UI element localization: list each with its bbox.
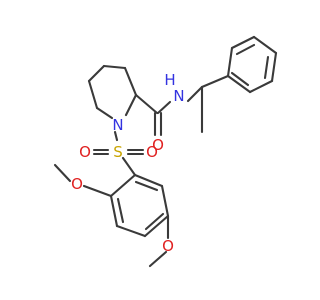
bond-ar-6 [133,173,164,188]
atom-n-amide: N [173,87,184,105]
bond-ph-6 [226,74,252,94]
bond-ring-4 [102,64,127,70]
bond-n-s [113,130,119,142]
bond-ar-5 [160,184,170,218]
bond-ring-1 [87,64,106,83]
bond-o-ch3-meo2 [148,250,168,268]
bond-ph-inner-2 [263,55,270,80]
bond-ar-4 [143,214,170,238]
atom-s-sulfonyl: S [113,143,123,161]
bond-ph-2 [230,35,256,50]
bond-ring-3 [95,106,114,120]
structure-diagram: N N H O S O O O O [53,35,278,268]
bond-ph-inner-1 [235,43,256,56]
bond-ar-inner-2 [144,212,165,231]
bond-c2-carbonyl [134,93,159,115]
bond-ring-5 [123,66,138,97]
bond-ar-inner-1 [116,197,125,224]
atom-h-amide: H [164,71,175,89]
bond-o-ch3-meo1 [53,163,72,183]
bond-ring-6 [124,93,138,117]
atom-o-amide: O [152,136,164,154]
molecule-canvas: N N H O S O O O O [53,35,278,268]
bond-ph-1 [226,46,234,78]
bond-ar-3 [115,224,147,238]
bond-ph-inner-3 [230,71,250,87]
bond-ch-phenyl [200,74,230,89]
bond-ph-5 [248,79,274,94]
atom-o-sulfonyl-right: O [146,143,158,161]
bond-ar-1 [109,173,137,198]
bond-ar-o-meo1 [82,184,113,198]
bond-ph-4 [270,51,278,83]
bond-s-aryl [121,156,137,177]
atom-o-methoxy-lower: O [162,237,174,255]
bond-ar-2 [109,194,119,228]
bond-n-ch [186,85,204,103]
bonds [53,35,278,268]
bond-ar-inner-3 [134,180,159,192]
bond-ph-3 [252,35,278,55]
bond-carbonyl-n [156,100,172,115]
bond-ring-2 [87,79,99,110]
atom-n-ring: N [112,116,123,134]
atom-labels: N N H O S O O O O [71,71,185,255]
atom-o-methoxy-upper: O [71,175,83,193]
atom-o-sulfonyl-left: O [79,143,91,161]
